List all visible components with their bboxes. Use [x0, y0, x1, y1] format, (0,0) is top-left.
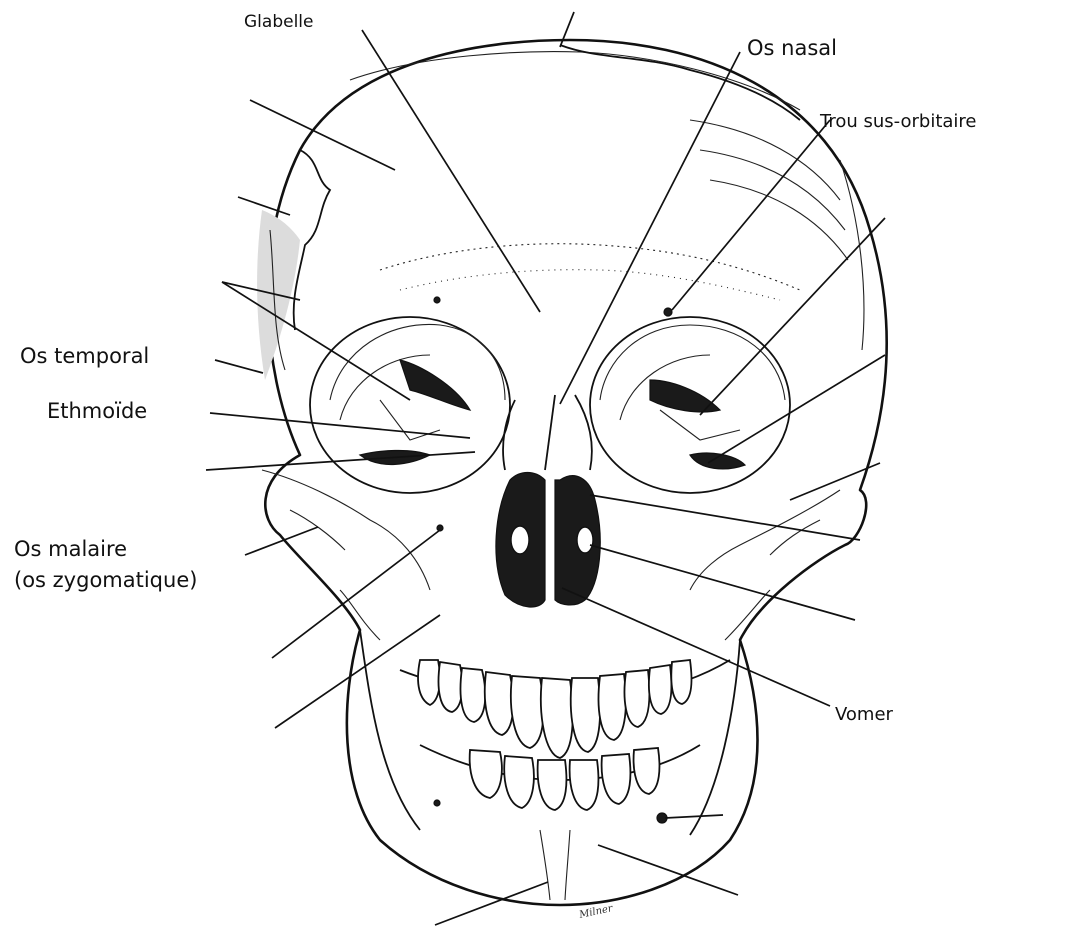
label-trou-sus-orbitaire: Trou sus-orbitaire: [819, 111, 977, 132]
label-os-temporal: Os temporal: [20, 344, 149, 368]
artist-signature: Milner: [577, 903, 614, 921]
leader-os-temporal: [215, 360, 263, 373]
label-ethmoide: Ethmoïde: [47, 399, 147, 423]
label-os-zygomatique: (os zygomatique): [14, 568, 197, 592]
label-vomer: Vomer: [835, 704, 894, 725]
label-os-malaire: Os malaire: [14, 537, 127, 561]
label-glabelle: Glabelle: [244, 12, 313, 32]
label-os-nasal: Os nasal: [747, 36, 837, 60]
